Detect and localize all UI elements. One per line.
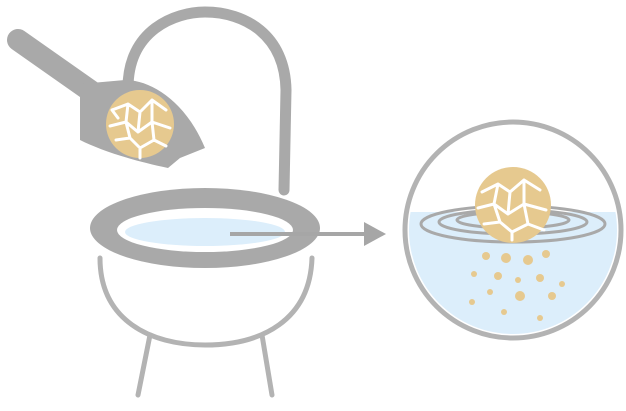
litter-clump-icon: [475, 167, 551, 243]
toilet-bowl-body: [100, 258, 312, 345]
toilet-base-right: [262, 335, 272, 395]
scoop-clump: [106, 90, 174, 158]
toilet-base-left: [138, 335, 150, 395]
right-arrow-icon: [364, 222, 386, 246]
